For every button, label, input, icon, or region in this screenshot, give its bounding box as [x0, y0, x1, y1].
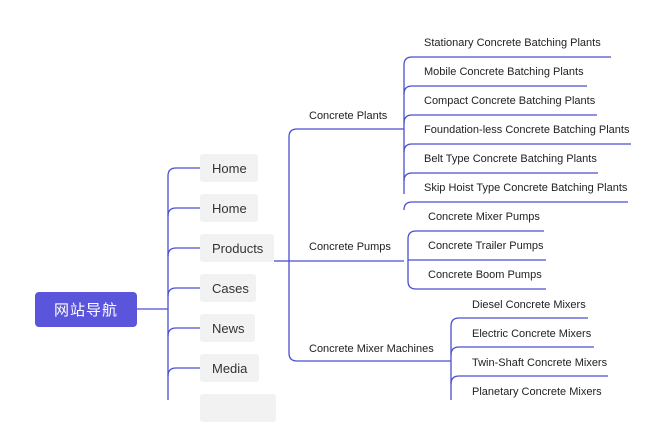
root-node[interactable]: 网站导航: [35, 292, 137, 327]
plant-node-skip-hoist[interactable]: Skip Hoist Type Concrete Batching Plants: [424, 182, 628, 194]
nav-node-label: Home: [212, 160, 247, 176]
nav-node-cases[interactable]: Cases: [200, 274, 256, 302]
pump-node-trailer[interactable]: Concrete Trailer Pumps: [428, 240, 544, 252]
mixer-node-planetary[interactable]: Planetary Concrete Mixers: [472, 386, 602, 398]
nav-node-partial[interactable]: [200, 394, 276, 422]
nav-node-home-1[interactable]: Home: [200, 154, 258, 182]
connector-line-17: [403, 143, 631, 153]
connector-line-3: [167, 207, 200, 217]
mindmap-connectors: [137, 56, 631, 400]
connector-line-14: [403, 56, 611, 66]
nav-node-news[interactable]: News: [200, 314, 255, 342]
plant-node-stationary[interactable]: Stationary Concrete Batching Plants: [424, 37, 601, 49]
nav-node-products[interactable]: Products: [200, 234, 274, 262]
connector-line-7: [167, 367, 200, 377]
nav-node-label: Home: [212, 200, 247, 216]
connector-line-18: [403, 172, 598, 182]
mixer-node-electric[interactable]: Electric Concrete Mixers: [472, 328, 592, 340]
nav-node-label: Cases: [212, 280, 249, 296]
connector-line-12: [288, 352, 451, 362]
connector-line-26: [450, 346, 594, 356]
plant-node-mobile[interactable]: Mobile Concrete Batching Plants: [424, 66, 584, 78]
connector-line-10: [288, 128, 404, 138]
product-node-mixer-machines[interactable]: Concrete Mixer Machines: [309, 343, 434, 355]
connector-line-16: [403, 114, 597, 124]
connector-line-6: [167, 327, 200, 337]
connector-line-25: [450, 317, 588, 327]
plant-node-foundation-less[interactable]: Foundation-less Concrete Batching Plants: [424, 124, 630, 136]
plant-node-belt-type[interactable]: Belt Type Concrete Batching Plants: [424, 153, 597, 165]
mixer-node-diesel[interactable]: Diesel Concrete Mixers: [472, 299, 586, 311]
connector-line-15: [403, 85, 587, 95]
connector-line-2: [167, 167, 200, 177]
pump-node-boom[interactable]: Concrete Boom Pumps: [428, 269, 542, 281]
nav-node-media[interactable]: Media: [200, 354, 259, 382]
nav-node-home-2[interactable]: Home: [200, 194, 258, 222]
connector-line-21: [407, 230, 544, 240]
nav-node-label: Products: [212, 240, 264, 256]
product-node-concrete-pumps[interactable]: Concrete Pumps: [309, 241, 391, 253]
pump-node-mixer[interactable]: Concrete Mixer Pumps: [428, 211, 540, 223]
nav-node-label: News: [212, 320, 245, 336]
product-node-concrete-plants[interactable]: Concrete Plants: [309, 110, 388, 122]
plant-node-compact[interactable]: Compact Concrete Batching Plants: [424, 95, 596, 107]
mixer-node-twin-shaft[interactable]: Twin-Shaft Concrete Mixers: [472, 357, 608, 369]
nav-node-label: Media: [212, 360, 248, 376]
connector-line-5: [167, 287, 200, 297]
connector-line-4: [167, 247, 200, 257]
connector-line-27: [450, 375, 608, 385]
connector-line-23: [407, 280, 546, 290]
connector-line-19: [403, 201, 628, 211]
root-label: 网站导航: [53, 301, 118, 319]
